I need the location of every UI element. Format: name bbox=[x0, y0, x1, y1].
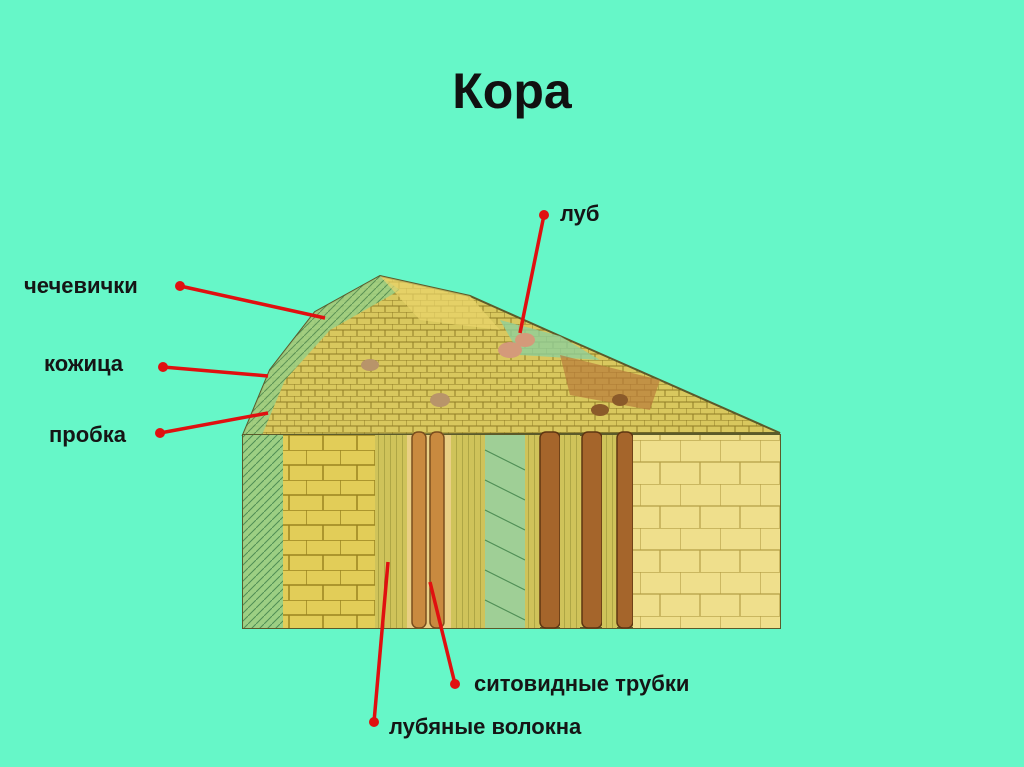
bark-top-surface bbox=[243, 276, 780, 435]
label-skin: кожица bbox=[44, 351, 123, 377]
pointer-dot-sieve-tubes bbox=[450, 679, 460, 689]
pointer-dot-bast bbox=[539, 210, 549, 220]
bark-front-face bbox=[243, 432, 780, 628]
pointer-dot-cork bbox=[155, 428, 165, 438]
label-sieve-tubes: ситовидные трубки bbox=[474, 671, 689, 697]
label-lentils: чечевички bbox=[24, 273, 138, 299]
label-cork: пробка bbox=[49, 422, 126, 448]
label-bast-fibers: лубяные волокна bbox=[389, 714, 581, 740]
pointer-skin bbox=[163, 367, 268, 376]
pointer-bast bbox=[520, 215, 544, 333]
label-bast: луб bbox=[560, 201, 600, 227]
pointer-dot-bast-fibers bbox=[369, 717, 379, 727]
pointer-dot-lentils bbox=[175, 281, 185, 291]
pointer-lentils bbox=[180, 286, 325, 318]
pointer-dot-skin bbox=[158, 362, 168, 372]
